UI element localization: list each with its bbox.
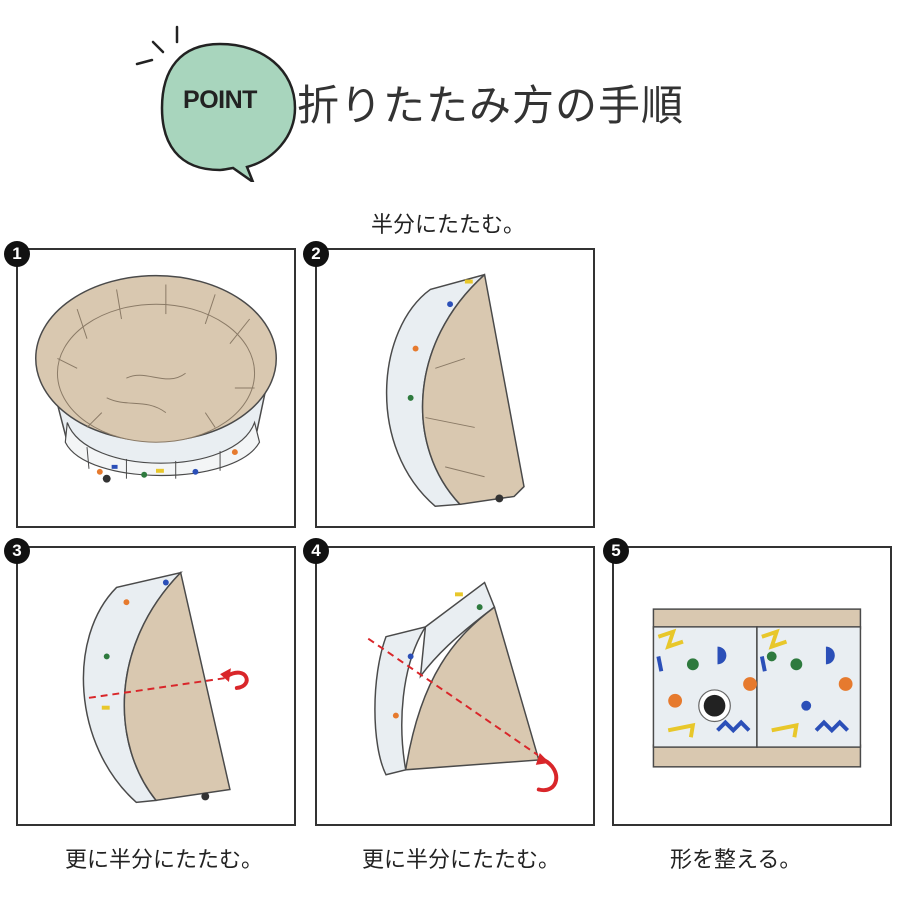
drain-valve-icon: [102, 474, 111, 483]
drain-valve-icon: [703, 694, 726, 717]
step-5-number: 5: [603, 538, 629, 564]
step-2-caption: 半分にたたむ。: [371, 213, 526, 238]
folded-pool-illustration: [652, 608, 862, 768]
step-3-caption: 更に半分にたたむ。: [65, 848, 264, 873]
fold-arrow-icon: [225, 670, 249, 690]
emphasis-lines-icon: [135, 25, 179, 66]
fold-arrow-icon: [536, 757, 559, 793]
point-speech-bubble: [135, 25, 297, 182]
eighth-folded-pool-illustration: [367, 581, 559, 793]
page-title: 折りたたみ方の手順: [297, 81, 685, 130]
step-2-number: 2: [303, 241, 329, 267]
step-3-number: 3: [4, 538, 30, 564]
step-5-panel: [612, 546, 892, 826]
half-folded-pool-illustration: [385, 273, 525, 508]
quarter-folded-pool-illustration: [82, 571, 249, 804]
step-3-panel: [16, 546, 296, 826]
point-badge-label: POINT: [183, 86, 257, 114]
step-5-caption: 形を整える。: [670, 848, 802, 873]
fold-line: [367, 637, 539, 756]
step-1-number: 1: [4, 241, 30, 267]
drain-valve-icon: [495, 494, 504, 503]
step-4-panel: [315, 546, 595, 826]
speech-bubble-shape: [160, 42, 297, 182]
drain-valve-icon: [201, 792, 210, 801]
round-pool-illustration: [35, 274, 277, 483]
step-1-panel: [16, 248, 296, 528]
step-4-number: 4: [303, 538, 329, 564]
step-2-panel: [315, 248, 595, 528]
step-4-caption: 更に半分にたたむ。: [362, 848, 561, 873]
